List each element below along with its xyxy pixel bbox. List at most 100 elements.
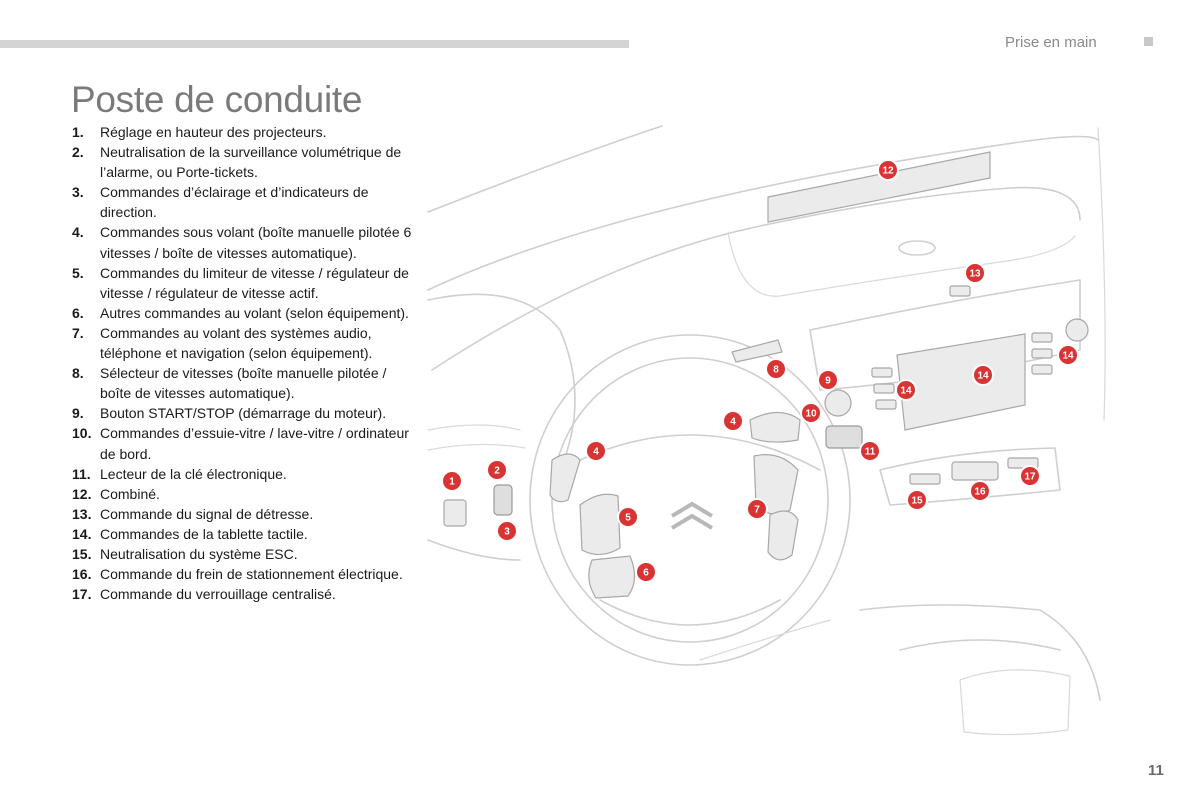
legend-item: 9. Bouton START/STOP (démarrage du moteur… [72, 403, 412, 423]
lower-console-line [859, 604, 1101, 701]
left-dash-contour [427, 293, 576, 471]
legend-item: 5. Commandes du limiteur de vitesse / rég… [72, 263, 412, 303]
svg-text:16: 16 [974, 487, 986, 498]
volume-knob [1065, 318, 1089, 342]
cruise-control-buttons [579, 493, 621, 556]
pillar-line [1097, 127, 1106, 421]
legend-number: 9. [72, 405, 84, 422]
legend-text: Neutralisation de la surveillance volumé… [100, 144, 402, 181]
steering-wheel-outer [529, 334, 851, 666]
tablet-button [873, 383, 895, 394]
legend-number: 8. [72, 365, 84, 382]
callout-marker: 4 [585, 440, 607, 462]
callout-marker: 7 [746, 498, 768, 520]
legend-item: 2.Neutralisation de la surveillance volu… [72, 142, 412, 182]
legend-item: 16. Commande du frein de stationnement él… [72, 564, 412, 584]
other-wheel-buttons [588, 555, 636, 599]
callout-marker: 15 [906, 489, 928, 511]
callout-marker: 13 [964, 262, 986, 284]
header-rule [0, 40, 629, 48]
legend-number: 14. [72, 525, 92, 542]
cupholder-line [899, 639, 1061, 651]
tablet-button [1031, 332, 1053, 343]
legend-number: 15. [72, 545, 92, 562]
page-number: 11 [1148, 762, 1164, 779]
callout-marker: 3 [496, 520, 518, 542]
callout-marker: 14 [972, 364, 994, 386]
callout-marker: 16 [969, 480, 991, 502]
legend-number: 10. [72, 425, 92, 442]
legend-text: Commande du frein de stationnement élect… [100, 566, 403, 583]
esc-switch [909, 473, 941, 485]
callout-marker: 11 [859, 440, 881, 462]
legend-text: Combiné. [100, 485, 160, 502]
legend-number: 5. [72, 264, 84, 281]
start-stop-button [824, 389, 852, 417]
legend-item: 3.Commandes d’éclairage et d’indicateurs… [72, 182, 412, 222]
svg-text:8: 8 [773, 365, 779, 376]
svg-text:6: 6 [643, 568, 649, 579]
callout-marker: 6 [635, 561, 657, 583]
legend-item: 15. Neutralisation du système ESC. [72, 544, 412, 564]
legend-text: Réglage en hauteur des projecteurs. [100, 124, 327, 140]
svg-text:13: 13 [969, 269, 981, 280]
legend-text: Commande du signal de détresse. [100, 505, 314, 522]
legend-text: Lecteur de la clé électronique. [100, 465, 287, 482]
legend-text: Commandes d’essuie-vitre / lave-vitre / … [100, 425, 409, 462]
callout-marker: 4 [722, 410, 744, 432]
legend-text: Commandes du limiteur de vitesse / régul… [100, 264, 409, 301]
storage-bin [959, 669, 1071, 736]
legend-text: Autres commandes au volant (selon équipe… [100, 304, 409, 321]
svg-text:14: 14 [977, 371, 989, 382]
left-stalk [549, 453, 581, 503]
touch-tablet-screen [896, 333, 1026, 431]
dashboard-illustration: 12 13 14 14 14 8 9 10 11 4 4 1 2 3 5 7 6… [427, 125, 1106, 736]
dash-top-line [427, 135, 1099, 291]
tablet-side-buttons-left [871, 367, 897, 410]
svg-text:15: 15 [911, 496, 923, 507]
legend-item: 6.Autres commandes au volant (selon équi… [72, 303, 412, 323]
left-vent-line-2 [427, 443, 526, 451]
legend-number: 16. [72, 566, 92, 583]
legend-number: 17. [72, 586, 92, 603]
legend-number: 7. [72, 324, 84, 341]
callout-marker: 12 [877, 159, 899, 181]
wheel-spoke-bottom [599, 599, 781, 626]
headlamp-adjuster [443, 499, 467, 527]
svg-text:9: 9 [825, 376, 831, 387]
steering-wheel-inner [551, 357, 829, 643]
hood-curve-line [727, 231, 1076, 297]
door-line [427, 539, 521, 561]
legend-item: 17. Commande du verrouillage centralisé. [72, 584, 412, 604]
svg-text:4: 4 [593, 447, 599, 458]
dash-upper-line [431, 186, 1081, 371]
center-knob [898, 240, 936, 256]
left-vent-line [427, 424, 521, 431]
legend-item: 14.Commandes de la tablette tactile. [72, 524, 412, 544]
tablet-side-buttons-right [1031, 332, 1053, 375]
callout-marker: 10 [800, 402, 822, 424]
callout-marker: 1 [441, 470, 463, 492]
legend-text: Bouton START/STOP (démarrage du moteur). [100, 405, 387, 422]
legend-text: Commandes au volant des systèmes audio, … [100, 324, 373, 362]
legend-text: Commande du verrouillage centralisé. [100, 586, 336, 603]
citroen-chevron-upper [670, 501, 714, 518]
legend-text: Commandes d’éclairage et d’indicateurs d… [100, 184, 369, 221]
legend-number: 13. [72, 505, 92, 522]
audio-control-buttons-lower [767, 510, 799, 561]
windscreen-edge-line [427, 125, 663, 213]
page-title: Poste de conduite [71, 79, 363, 120]
tablet-button [871, 367, 893, 378]
callout-marker: 2 [486, 459, 508, 481]
svg-text:4: 4 [730, 417, 736, 428]
callout-marker: 17 [1019, 465, 1041, 487]
tablet-button [1031, 364, 1053, 375]
stalk-lights [493, 484, 513, 516]
svg-text:1: 1 [449, 477, 455, 488]
legend-item: 13. Commande du signal de détresse. [72, 504, 412, 524]
legend-item: 12.Combiné. [72, 484, 412, 504]
legend-text: Sélecteur de vitesses (boîte manuelle pi… [100, 365, 387, 402]
legend-number: 11. [72, 465, 91, 482]
legend-text: Neutralisation du système ESC. [100, 545, 298, 562]
paddle-shifter [749, 411, 801, 443]
